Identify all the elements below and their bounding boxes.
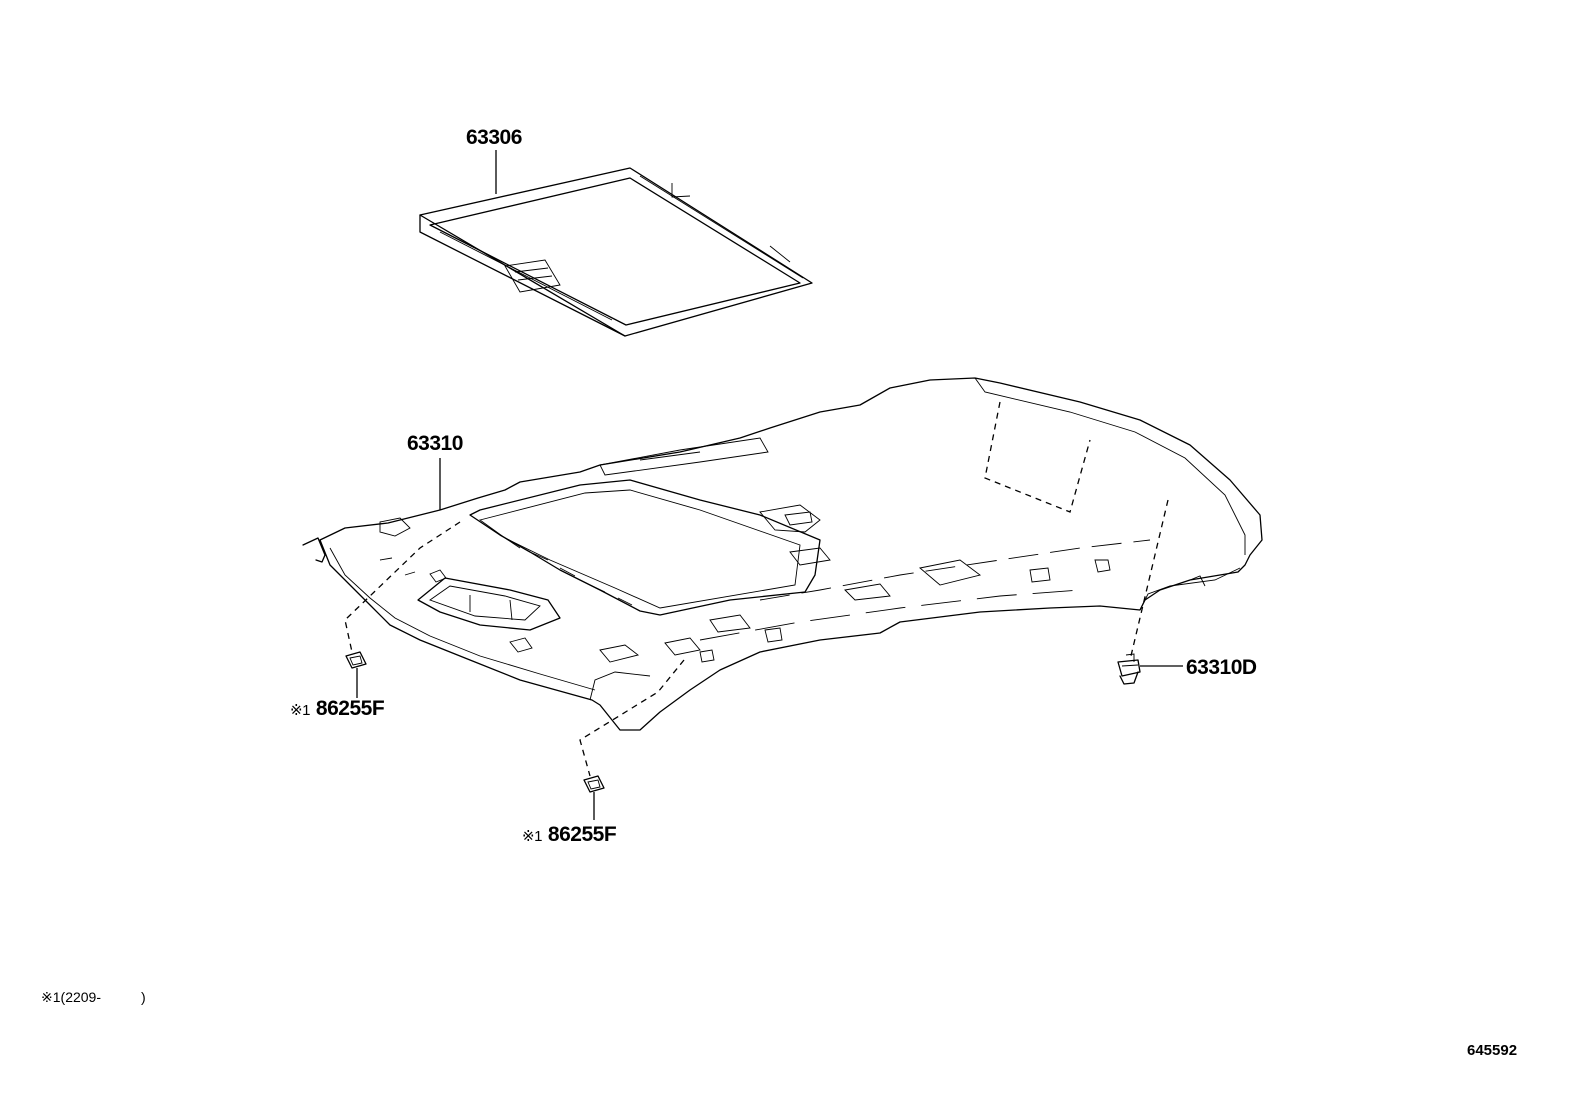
label-63310[interactable]: 63310: [407, 432, 463, 455]
nut-86255f-center[interactable]: [583, 775, 605, 793]
label-86255f-center[interactable]: ※1 86255F: [522, 823, 617, 846]
label-63310d[interactable]: 63310D: [1186, 656, 1257, 679]
label-86255f-center-number: 86255F: [547, 823, 617, 846]
leader-lines: [344, 150, 1183, 820]
footnote-marker: ※1: [522, 828, 542, 845]
footnote-close: ): [141, 989, 146, 1005]
label-86255f-left-number: 86255F: [315, 697, 385, 720]
illustration-id: 645592: [1467, 1042, 1518, 1059]
footnote-mark: ※1: [41, 989, 61, 1005]
footnote: ※1(2209-): [41, 990, 146, 1004]
clip-63310d[interactable]: [1117, 653, 1141, 685]
footnote-date: (2209-: [60, 989, 101, 1005]
nut-86255f-left[interactable]: [345, 651, 367, 669]
roof-headliner[interactable]: [302, 377, 1263, 731]
sunshade-panel[interactable]: [419, 167, 813, 337]
label-86255f-left[interactable]: ※1 86255F: [290, 697, 385, 720]
label-63306[interactable]: 63306: [466, 126, 522, 149]
footnote-marker: ※1: [290, 702, 310, 719]
